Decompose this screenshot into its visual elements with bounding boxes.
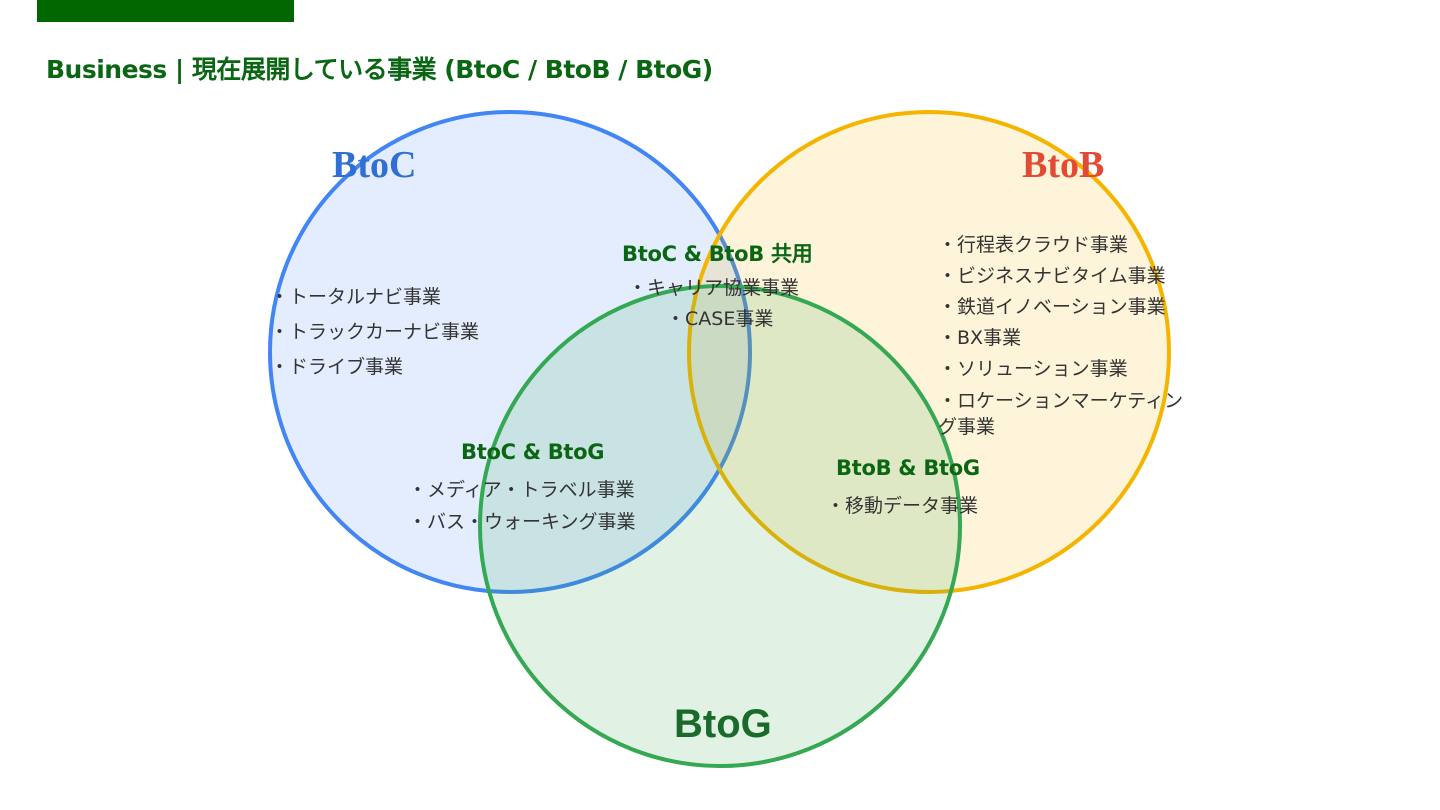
list-item: トラックカーナビ事業 — [270, 315, 479, 350]
btoc-btob-title: BtoC & BtoB 共用 — [622, 242, 813, 266]
btoc-btob-list: キャリア協業事業 CASE事業 — [628, 273, 799, 335]
list-item: ロケーションマーケティング事業 — [938, 388, 1188, 440]
btoc-btog-list: メディア・トラベル事業 バス・ウォーキング事業 — [408, 474, 635, 538]
list-item: BX事業 — [938, 323, 1188, 354]
list-item: バス・ウォーキング事業 — [408, 506, 635, 538]
btob-label: BtoB — [1022, 144, 1105, 186]
list-item: 行程表クラウド事業 — [938, 230, 1188, 261]
btoc-business-list: トータルナビ事業 トラックカーナビ事業 ドライブ事業 — [270, 280, 479, 385]
list-item: CASE事業 — [628, 304, 799, 335]
list-item: メディア・トラベル事業 — [408, 474, 635, 506]
btob-btog-list: 移動データ事業 — [826, 490, 978, 522]
list-item: ビジネスナビタイム事業 — [938, 261, 1188, 292]
btog-label: BtoG — [674, 702, 772, 746]
list-item: キャリア協業事業 — [628, 273, 799, 304]
btoc-btog-title: BtoC & BtoG — [461, 440, 605, 464]
list-item: トータルナビ事業 — [270, 280, 479, 315]
btob-business-list: 行程表クラウド事業 ビジネスナビタイム事業 鉄道イノベーション事業 BX事業 ソ… — [938, 230, 1188, 440]
btob-btog-title: BtoB & BtoG — [836, 456, 980, 480]
btoc-label: BtoC — [332, 144, 417, 186]
list-item: ドライブ事業 — [270, 350, 479, 385]
list-item: 移動データ事業 — [826, 490, 978, 522]
list-item: ソリューション事業 — [938, 354, 1188, 385]
top-accent-bar — [37, 0, 294, 22]
list-item: 鉄道イノベーション事業 — [938, 292, 1188, 323]
page-title: Business | 現在展開している事業 (BtoC / BtoB / Bto… — [46, 55, 713, 84]
